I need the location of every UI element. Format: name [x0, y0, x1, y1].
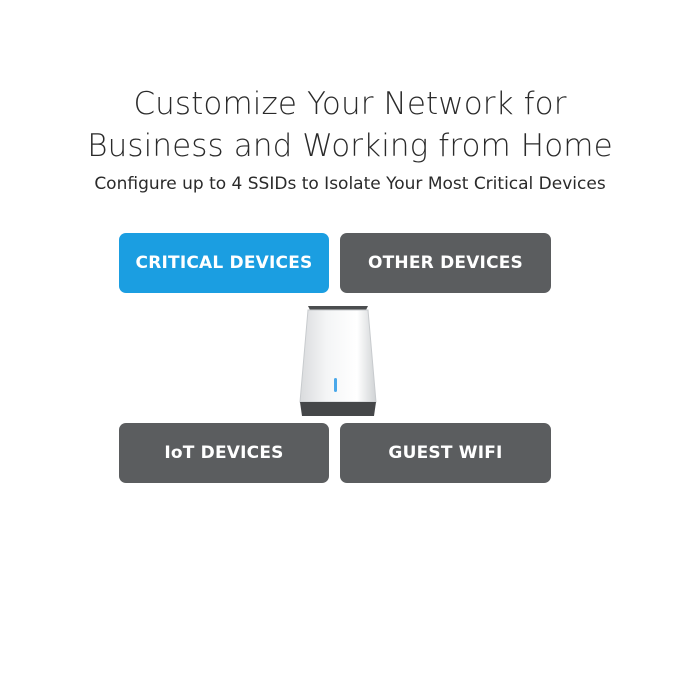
router-led: [334, 378, 337, 392]
router-body: [299, 309, 377, 403]
subheadline: Configure up to 4 SSIDs to Isolate Your …: [94, 174, 606, 194]
router-top-cap: [308, 306, 368, 310]
ssid-box-iot-devices: IoT DEVICES: [119, 423, 329, 483]
headline-line-2: Business and Working from Home: [87, 128, 613, 164]
router-base: [300, 402, 376, 416]
ssid-box-other-devices: OTHER DEVICES: [340, 233, 551, 293]
ssid-label-other-devices: OTHER DEVICES: [367, 253, 524, 273]
ssid-label-critical-devices: CRITICAL DEVICES: [135, 253, 313, 273]
ssid-label-iot-devices: IoT DEVICES: [164, 443, 284, 463]
mesh-router-icon: [290, 298, 386, 428]
ssid-box-critical-devices: CRITICAL DEVICES: [119, 233, 329, 293]
router-illustration: [299, 306, 377, 416]
ssid-box-guest-wifi: GUEST WIFI: [340, 423, 551, 483]
headline-line-1: Customize Your Network for: [133, 86, 567, 122]
ssid-label-guest-wifi: GUEST WIFI: [388, 443, 503, 463]
